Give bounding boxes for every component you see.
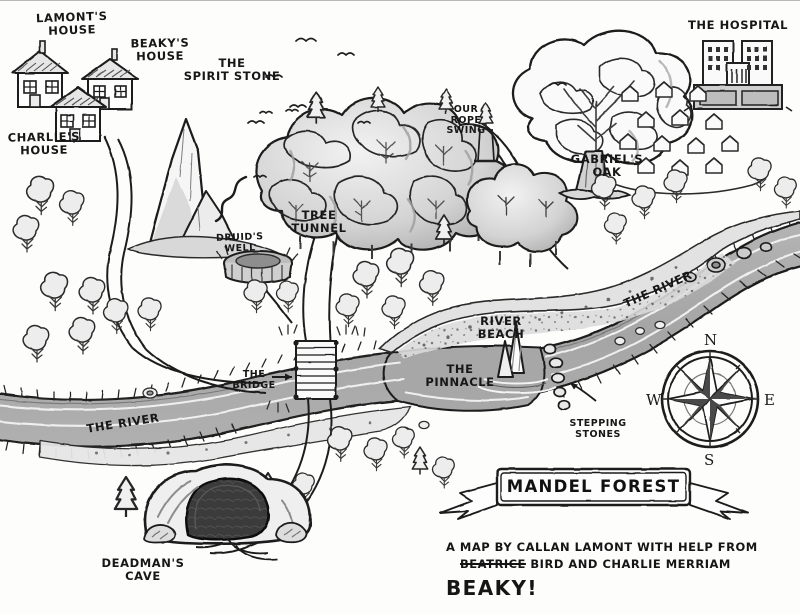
- map-title: MANDEL FOREST: [506, 476, 681, 496]
- credit-struck-name: BEATRICE: [460, 556, 526, 571]
- the-hospital: [683, 40, 793, 112]
- stepping-stones: [543, 343, 571, 411]
- credit-annotation-beaky: BEAKY!: [446, 576, 538, 601]
- lamonts-house: [11, 40, 69, 108]
- label-lamonts-house: LAMONT'S HOUSE: [35, 8, 108, 38]
- compass-south-label: S: [704, 451, 715, 469]
- river-boulders: [683, 242, 773, 283]
- label-our-rope-swing: OUR ROPE SWING: [446, 104, 486, 137]
- map-title-banner: MANDEL FOREST: [497, 469, 690, 503]
- label-druids-well: DRUID'S WELL: [215, 231, 264, 255]
- label-the-pinnacle: THE PINNACLE: [425, 362, 495, 389]
- the-pinnacle: [477, 322, 557, 394]
- compass-north-label: N: [704, 331, 718, 349]
- forest-canopy-right: [465, 163, 578, 267]
- birds: [247, 37, 567, 178]
- label-the-hospital: THE HOSPITAL: [687, 18, 789, 32]
- credit-line-2: BEATRICE BIRD AND CHARLIE MERRIAM: [446, 556, 796, 573]
- map-credit: A MAP BY CALLAN LAMONT WITH HELP FROM BE…: [446, 539, 796, 603]
- druids-well: [216, 245, 299, 285]
- label-beakys-house: BEAKY'S HOUSE: [130, 35, 190, 64]
- label-charlies-house: CHARLIE'S HOUSE: [7, 129, 81, 158]
- compass-west-label: W: [646, 391, 662, 409]
- title-banner-ribbon: [439, 467, 749, 520]
- compass-rose: [660, 349, 760, 449]
- label-gabriels-oak: GABRIEL'S OAK: [570, 152, 644, 179]
- deadmans-cave: [143, 463, 312, 561]
- rope-swing: [474, 128, 498, 163]
- charlies-house: [49, 86, 107, 142]
- label-the-spirit-stone: THE SPIRIT STONE: [183, 56, 281, 83]
- gabriels-oak: [511, 29, 694, 200]
- river-beach: [39, 210, 800, 467]
- label-stepping-stones: STEPPING STONES: [569, 418, 627, 440]
- label-deadmans-cave: DEADMAN'S CAVE: [101, 556, 185, 583]
- label-the-bridge: THE BRIDGE: [232, 369, 276, 391]
- label-tree-tunnel: TREE TUNNEL: [291, 208, 347, 235]
- the-bridge: [293, 340, 339, 400]
- grass-tufts: [266, 324, 366, 413]
- compass-east-label: E: [764, 391, 775, 409]
- label-river-beach: RIVER BEACH: [477, 314, 525, 341]
- credit-line-2-rest: BIRD AND CHARLIE MERRIAM: [530, 556, 731, 571]
- credit-line-1: A MAP BY CALLAN LAMONT WITH HELP FROM: [446, 540, 758, 554]
